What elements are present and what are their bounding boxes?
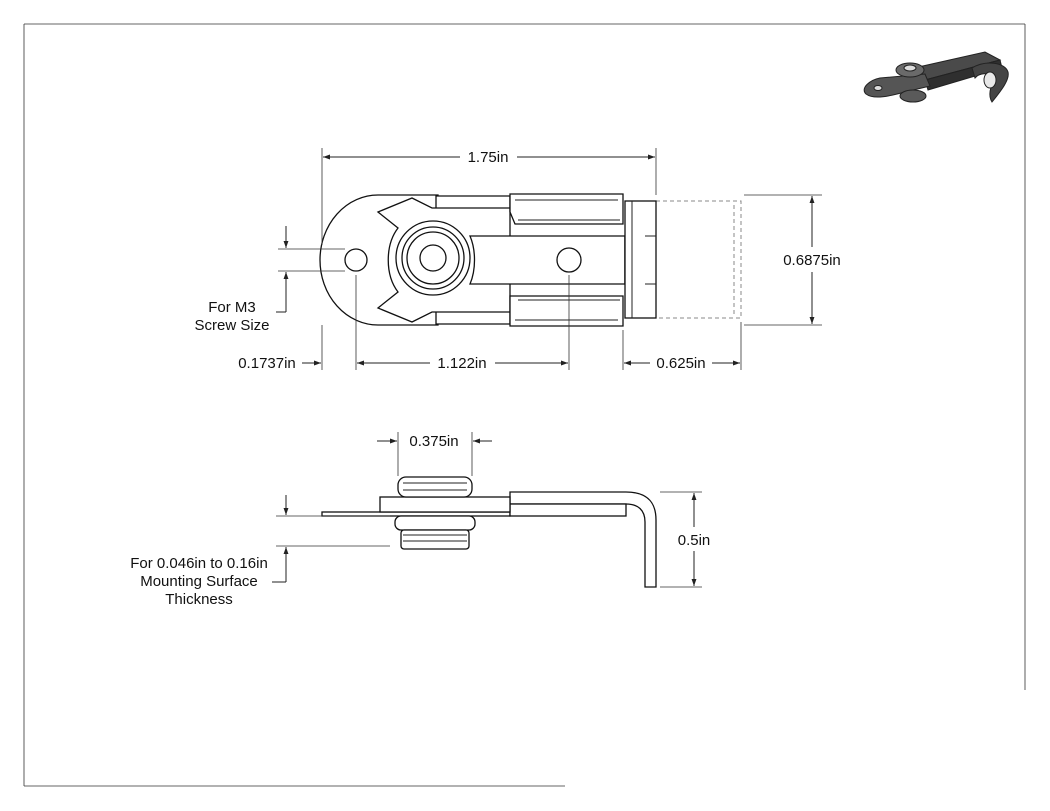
label-height: 0.6875in bbox=[783, 252, 841, 269]
label-hole-offset: 0.1737in bbox=[238, 355, 296, 372]
label-overall-length: 1.75in bbox=[468, 149, 509, 166]
label-bend-height: 0.5in bbox=[678, 532, 711, 549]
dim-bottom-chain: 0.1737in 1.122in 0.625in bbox=[238, 275, 742, 372]
isometric-thumbnail bbox=[863, 51, 1009, 103]
top-view bbox=[319, 193, 742, 327]
note-screw-line2: Screw Size bbox=[194, 317, 269, 334]
dim-mounting-thickness: For 0.046in to 0.16in Mounting Surface T… bbox=[130, 495, 390, 608]
label-hole-spacing: 1.122in bbox=[437, 355, 486, 372]
dim-height: 0.6875in bbox=[744, 194, 841, 326]
dim-knob-diameter: 0.375in bbox=[377, 432, 492, 476]
label-extension: 0.625in bbox=[656, 355, 705, 372]
sheet-border bbox=[23, 23, 1026, 787]
note-mount-line1: For 0.046in to 0.16in bbox=[130, 555, 268, 572]
side-view bbox=[321, 476, 657, 588]
dim-screw-hole: For M3 Screw Size bbox=[194, 226, 345, 334]
note-mount-line2: Mounting Surface bbox=[140, 573, 258, 590]
dim-overall-length: 1.75in bbox=[321, 148, 657, 245]
note-mount-line3: Thickness bbox=[165, 591, 233, 608]
dim-bend-height: 0.5in bbox=[660, 491, 711, 588]
note-screw-line1: For M3 bbox=[208, 299, 256, 316]
label-knob-diameter: 0.375in bbox=[409, 433, 458, 450]
